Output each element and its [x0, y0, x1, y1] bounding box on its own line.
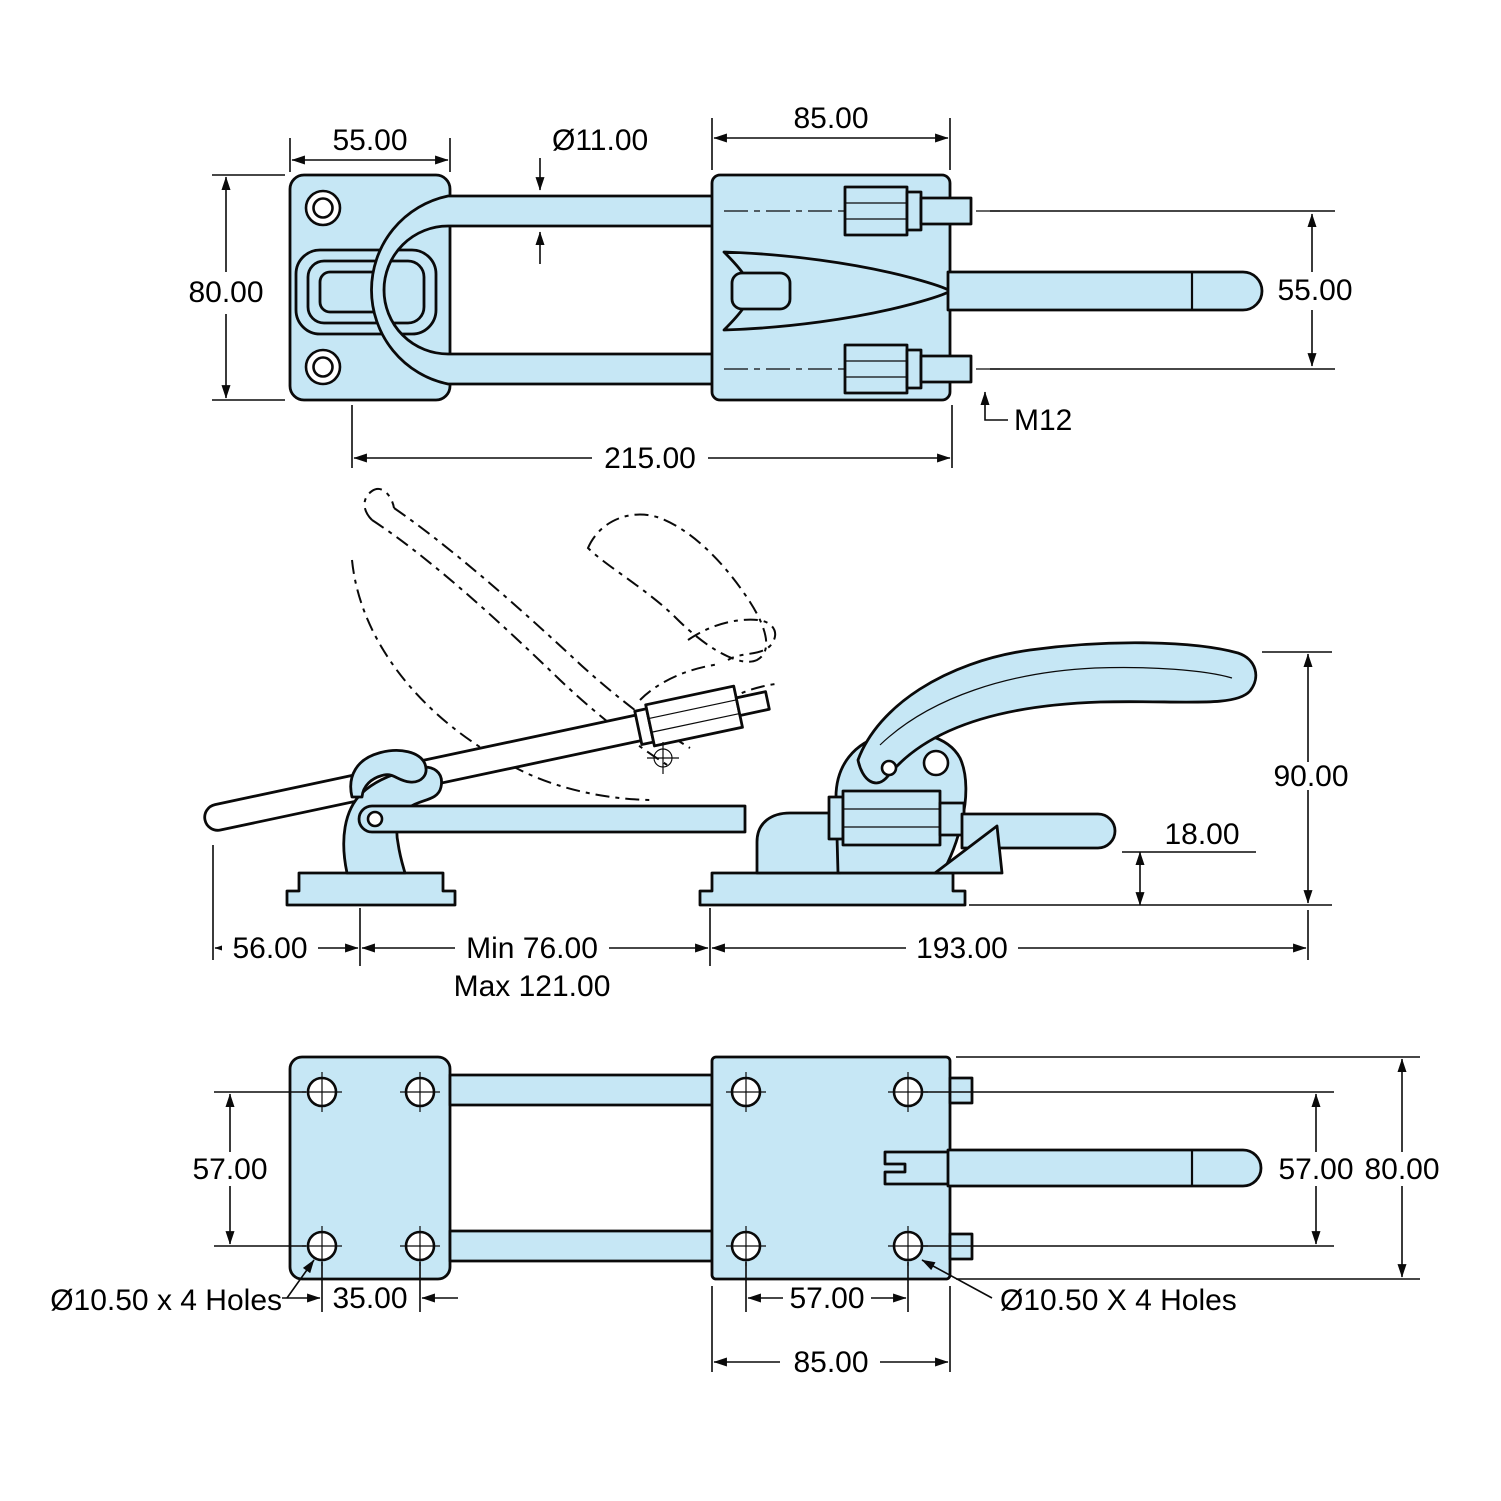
dim-rod-height: 18.00 [1164, 818, 1239, 851]
rod-nut [841, 789, 942, 847]
phantom-grip [586, 513, 768, 663]
dim-body-length: 193.00 [916, 932, 1008, 965]
dim-max-reach: Max 121.00 [454, 970, 611, 1003]
rod-washer [827, 795, 845, 841]
phantom-handle-cap [363, 488, 395, 521]
plate-hole [312, 356, 334, 378]
hex-nut [843, 343, 909, 395]
hex-nut [843, 185, 909, 237]
cam-hole-small [880, 759, 898, 777]
dim-top-plate-width: 55.00 [332, 124, 407, 157]
rod-side-view [357, 804, 747, 834]
hinge-hook [349, 749, 428, 799]
side-right-base [698, 871, 967, 907]
cam-hole-large [922, 749, 950, 777]
mounting-holes [302, 1072, 928, 1266]
connecting-bar [448, 1073, 714, 1107]
side-left-base [285, 871, 457, 907]
dim-left-holes-note: Ø10.50 x 4 Holes [50, 1284, 282, 1317]
stud-end [948, 1076, 974, 1105]
dim-min-reach: Min 76.00 [466, 932, 598, 965]
plate-hole [312, 197, 334, 219]
phantom-handle-outer [371, 519, 673, 769]
dim-overall-length: 215.00 [604, 442, 696, 475]
bottom-left-plate [288, 1055, 452, 1281]
dim-right-plate-width-bottom: 85.00 [793, 1346, 868, 1379]
dim-rod-spacing: 55.00 [1277, 274, 1352, 307]
dim-plate-height: 80.00 [188, 276, 263, 309]
dim-left-hole-spacing-h: 35.00 [332, 1282, 407, 1315]
bottom-view: 57.00 57.00 80.00 Ø10.50 x 4 Holes 35.00… [50, 1055, 1448, 1379]
handle-bottom-view [946, 1148, 1263, 1188]
hinge-pin [366, 810, 384, 828]
hook-window [730, 271, 792, 311]
phantom-hook [687, 618, 777, 661]
dim-bottom-plate-height: 80.00 [1364, 1153, 1439, 1186]
handle-top-view [946, 270, 1264, 312]
top-view: 55.00 Ø11.00 85.00 80.00 55.00 M12 215.0… [188, 102, 1352, 475]
washer [905, 190, 923, 232]
dim-thread: M12 [1014, 404, 1072, 437]
dim-rod-diameter: Ø11.00 [552, 124, 648, 157]
dim-height: 90.00 [1273, 760, 1348, 793]
stud [919, 196, 973, 226]
dim-right-hole-spacing-h: 57.00 [789, 1282, 864, 1315]
side-view: 90.00 18.00 56.00 Min 76.00 Max 121.00 1… [203, 488, 1349, 1003]
dim-right-holes-note: Ø10.50 X 4 Holes [1000, 1284, 1237, 1317]
stud [919, 354, 973, 384]
connecting-bar [448, 1229, 714, 1263]
dim-right-plate-width: 85.00 [793, 102, 868, 135]
handle-side-view [856, 641, 1258, 785]
clevis-bracket [755, 811, 842, 875]
grip-knob [960, 812, 1117, 850]
gusset [933, 824, 1004, 875]
open-rod [203, 684, 771, 832]
washer [905, 348, 923, 390]
dim-right-hole-spacing-v: 57.00 [1278, 1153, 1353, 1186]
dim-left-hole-spacing-v: 57.00 [192, 1153, 267, 1186]
dim-front-offset: 56.00 [232, 932, 307, 965]
rod-stud [938, 801, 966, 837]
